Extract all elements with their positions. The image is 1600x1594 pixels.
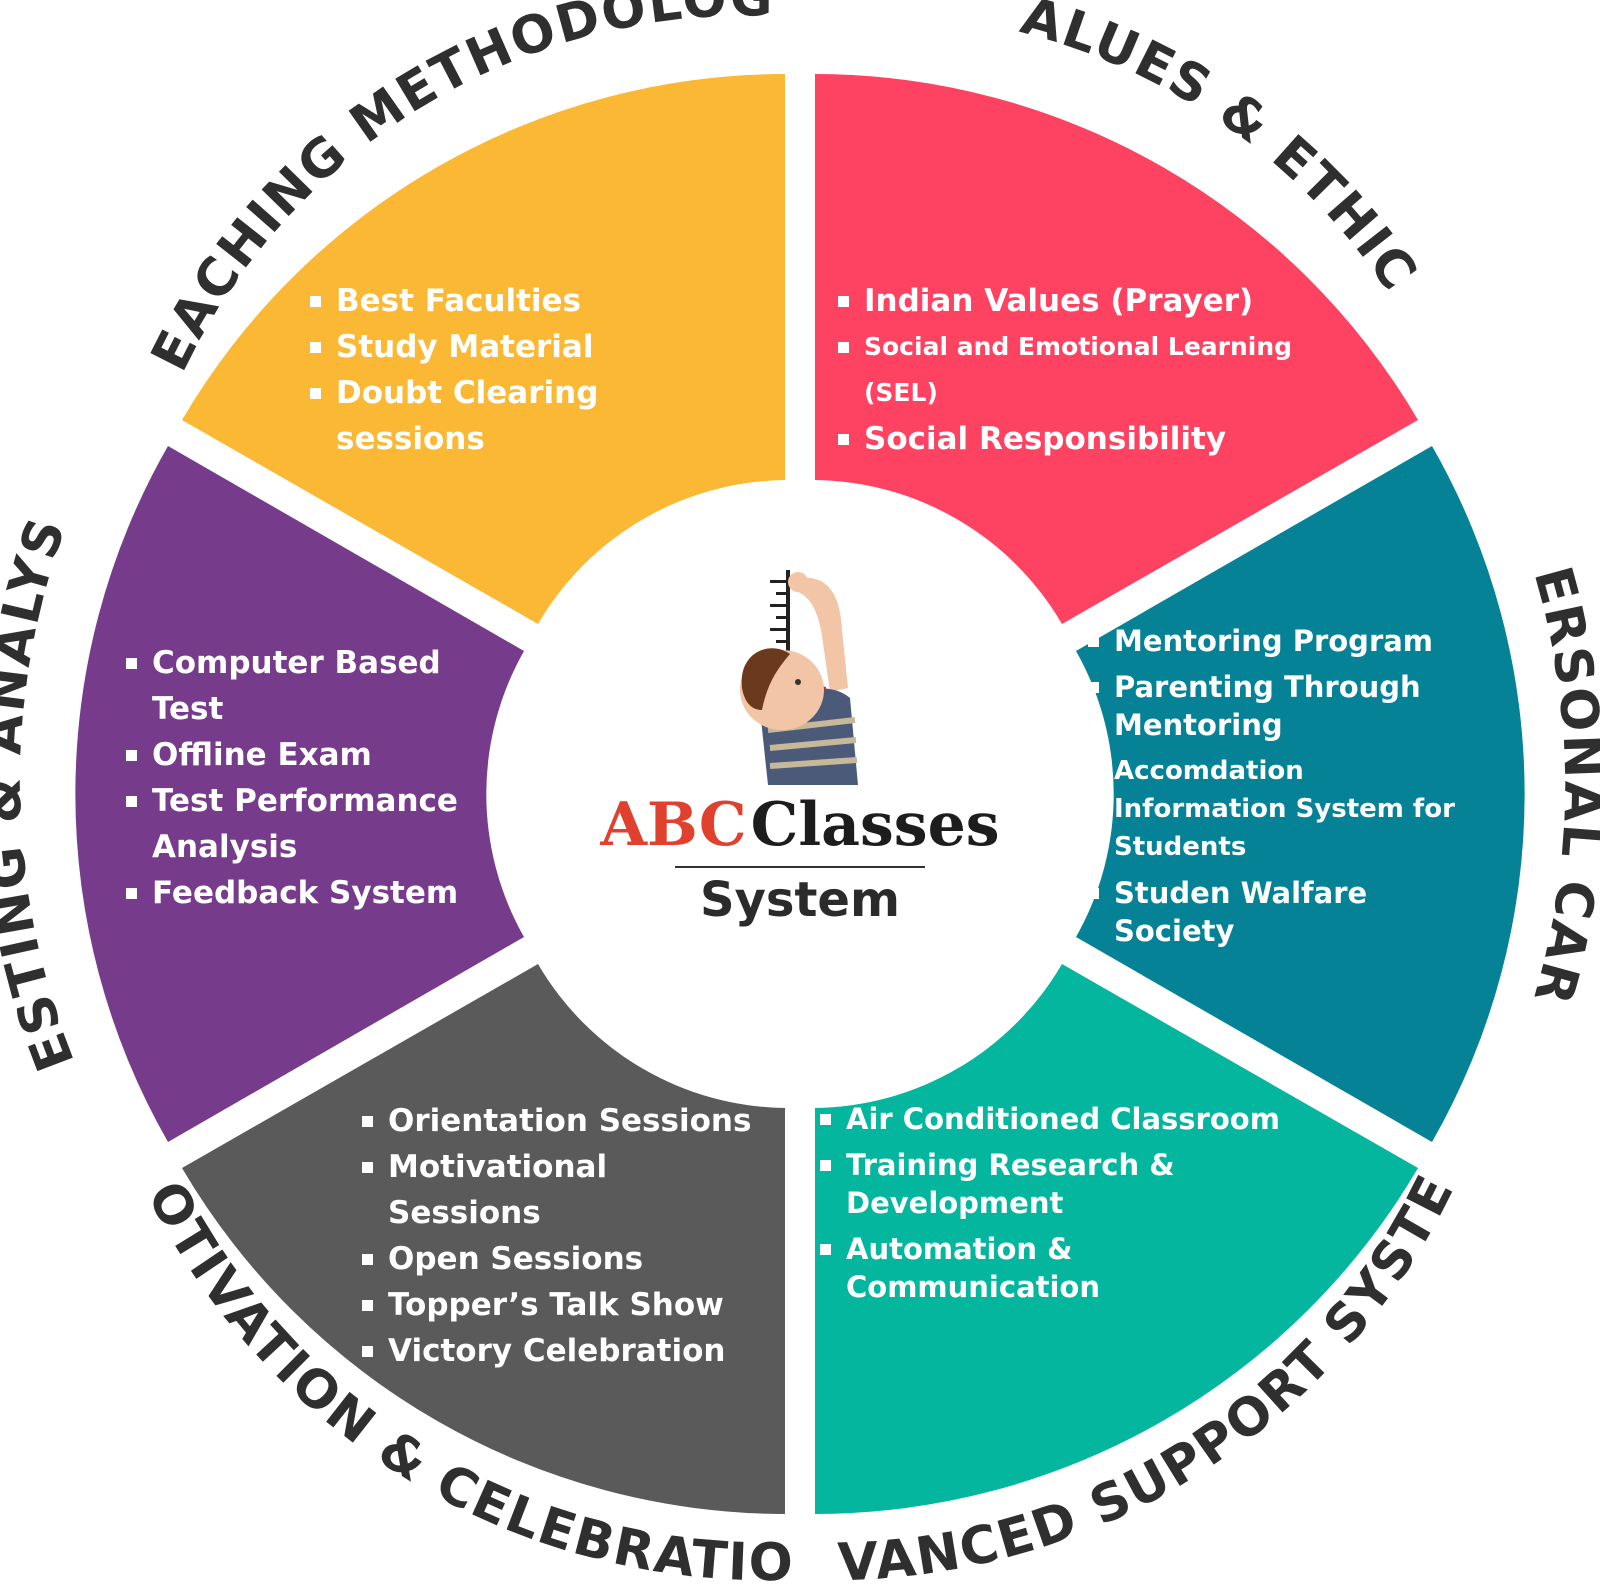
list-item: Training Research & Development (820, 1146, 1206, 1222)
logo-system: System (700, 872, 900, 928)
logo-divider (675, 866, 925, 868)
segment-motivation-celebration (182, 964, 785, 1514)
list-testing-analysis: Computer Based Test Offline Exam Test Pe… (126, 640, 486, 916)
segment-testing-analysis (75, 446, 524, 1142)
list-item: Accomdation Information System for Stude… (1088, 752, 1483, 866)
center-circle (512, 506, 1088, 1082)
logo-classes: Classes (750, 790, 1000, 860)
list-item: Mentoring Program (1088, 622, 1483, 660)
list-item: Offline Exam (126, 732, 486, 778)
list-item: Best Faculties (310, 278, 750, 324)
list-item: Doubt Clearing sessions (310, 370, 750, 462)
list-item: Computer Based Test (126, 640, 452, 732)
segment-advanced-support-system (815, 964, 1418, 1514)
list-motivation-celebration: Orientation Sessions Motivational Sessio… (362, 1098, 767, 1374)
segment-values-ethics (815, 74, 1418, 624)
child-measuring-height-icon (740, 570, 858, 785)
list-values-ethics: Indian Values (Prayer) Social and Emotio… (838, 278, 1358, 462)
list-personal-care: Mentoring Program Parenting Through Ment… (1088, 622, 1483, 958)
list-item: Topper’s Talk Show (362, 1282, 767, 1328)
list-item: Social Responsibility (838, 416, 1358, 462)
list-item: Air Conditioned Classroom (820, 1100, 1310, 1138)
list-item: Open Sessions (362, 1236, 767, 1282)
list-item: Test Performance Analysis (126, 778, 472, 870)
list-item: Studen Walfare Society (1088, 874, 1483, 950)
list-item: Social and Emotional Learning (SEL) (838, 324, 1358, 416)
list-item: Feedback System (126, 870, 486, 916)
logo-abc: ABC (600, 790, 747, 860)
logo-wordmark: ABC Classes (570, 790, 1030, 860)
title-testing-analysis: TESTING & ANALYSIS (0, 0, 87, 1079)
list-item: Orientation Sessions (362, 1098, 767, 1144)
list-item: Victory Celebration (362, 1328, 767, 1374)
list-item: Indian Values (Prayer) (838, 278, 1358, 324)
segment-teaching-methodology (182, 74, 785, 624)
list-item: Study Material (310, 324, 750, 370)
list-item: Motivational Sessions (362, 1144, 767, 1236)
segment-personal-care (1076, 446, 1525, 1142)
list-advanced-support-system: Air Conditioned Classroom Training Resea… (820, 1100, 1310, 1314)
list-teaching-methodology: Best Faculties Study Material Doubt Clea… (310, 278, 750, 462)
list-item: Automation & Communication (820, 1230, 1146, 1306)
list-item: Parenting Through Mentoring (1088, 668, 1483, 744)
center-logo: ABC Classes System (570, 790, 1030, 928)
